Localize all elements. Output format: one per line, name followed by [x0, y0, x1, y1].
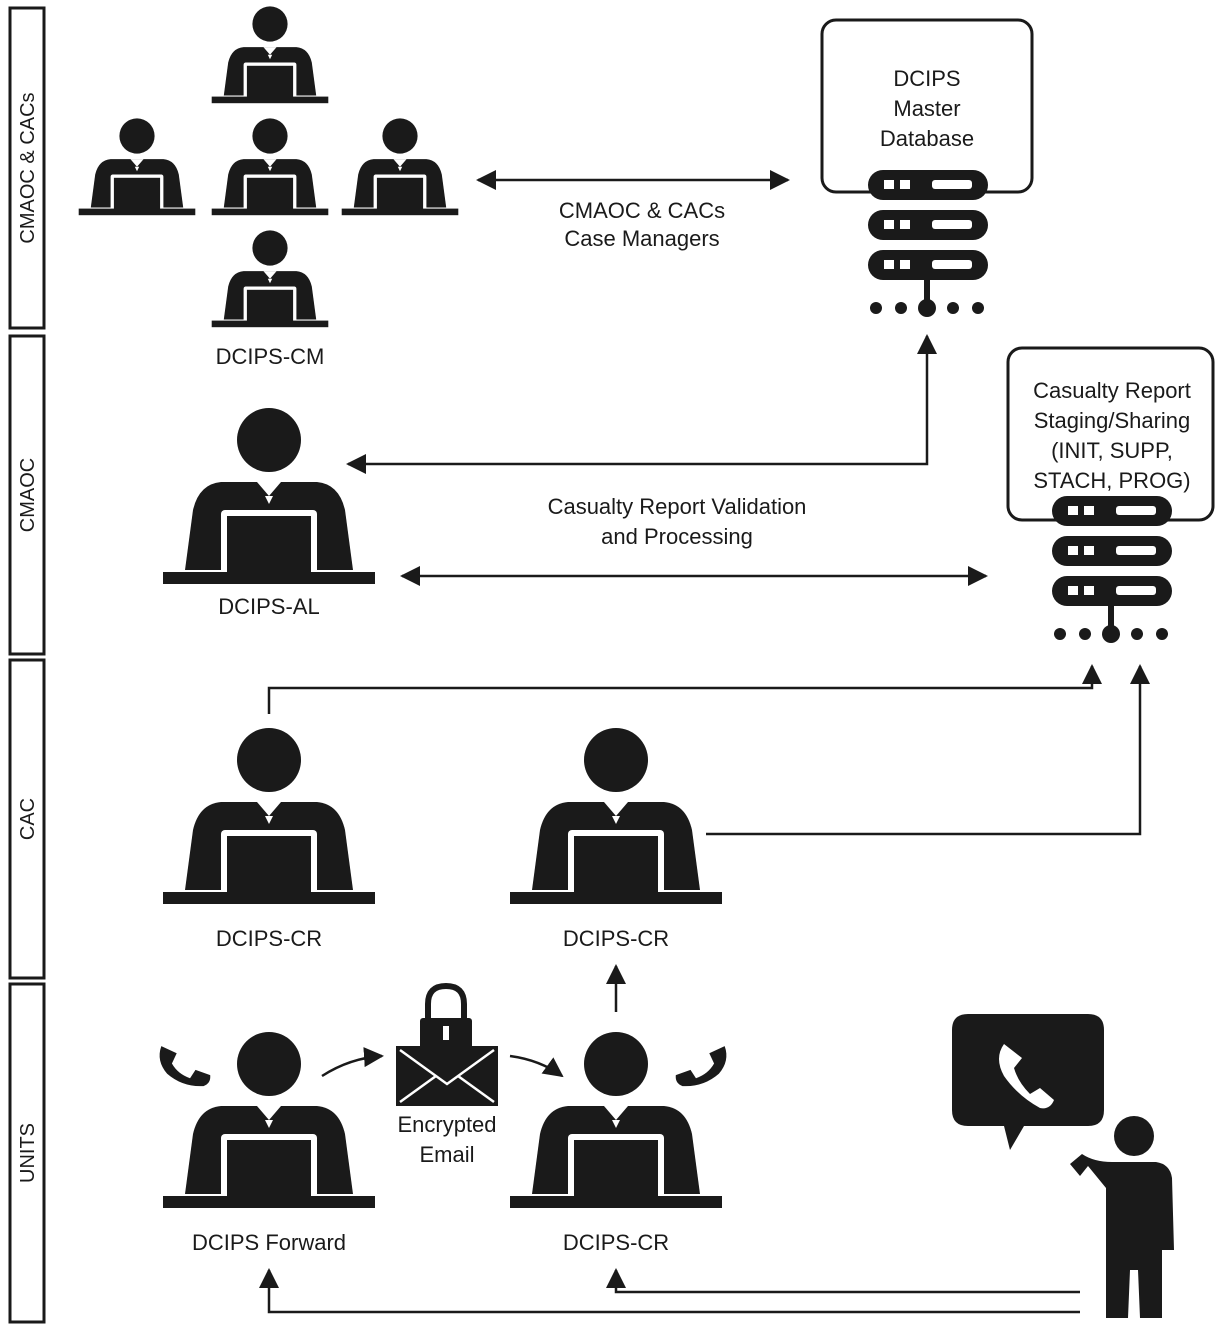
person-at-laptop-icon [211, 118, 329, 216]
db-label-line: Casualty Report [1033, 378, 1191, 403]
band-cmaoc: CMAOC [8, 334, 46, 656]
db-label-line: Staging/Sharing [1034, 408, 1191, 433]
edge-label-line: Casualty Report Validation [548, 494, 807, 519]
phone-icon [673, 1033, 731, 1098]
edge-email-unit-cr [509, 1054, 564, 1078]
person-at-laptop-icon [163, 1032, 375, 1208]
edge-label-line: Case Managers [564, 226, 719, 251]
server-rack-icon [868, 170, 988, 317]
node-label-dcips-cr: DCIPS-CR [216, 926, 322, 951]
dcips-cm-cluster: DCIPS-CM [78, 6, 459, 369]
db-label-line: (INIT, SUPP, [1051, 438, 1173, 463]
node-label-dcips-al: DCIPS-AL [218, 594, 319, 619]
master-database: DCIPS Master Database [820, 18, 1034, 317]
encrypted-email: Encrypted Email [396, 982, 498, 1167]
phone-speech-bubble-icon [952, 1014, 1104, 1150]
edge-master-al [346, 334, 937, 474]
edge-cac-right-staging [706, 664, 1150, 836]
edge-label-line: and Processing [601, 524, 753, 549]
locked-envelope-icon [396, 982, 498, 1106]
node-label-dcips-cm: DCIPS-CM [216, 344, 325, 369]
edge-cac-left-staging [267, 664, 1102, 714]
node-label-dcips-cr: DCIPS-CR [563, 1230, 669, 1255]
person-at-laptop-icon [211, 230, 329, 328]
db-label-line: Master [893, 96, 960, 121]
server-rack-icon [1052, 496, 1172, 643]
edge-forward-email [321, 1047, 384, 1078]
node-label-dcips-cr: DCIPS-CR [563, 926, 669, 951]
person-at-laptop-icon [510, 1032, 722, 1208]
dcips-al-node: DCIPS-AL [163, 408, 375, 619]
dcips-cr-cac-left-node: DCIPS-CR [163, 728, 375, 951]
dcips-forward-node: DCIPS Forward [155, 1032, 375, 1255]
person-at-laptop-icon [341, 118, 459, 216]
db-label-line: DCIPS [893, 66, 960, 91]
dcips-cr-unit-node: DCIPS-CR [510, 1032, 731, 1255]
node-label-dcips-forward: DCIPS Forward [192, 1230, 346, 1255]
band-label: CMAOC [17, 458, 39, 532]
edge-label-line: Email [419, 1142, 474, 1167]
edge-caller-forward [259, 1268, 1080, 1314]
band-label: CMAOC & CACs [17, 92, 39, 243]
band-units: UNITS [8, 982, 46, 1324]
person-at-laptop-icon [163, 728, 375, 904]
edge-label-line: Encrypted [397, 1112, 496, 1137]
phone-icon [155, 1033, 213, 1098]
edge-label-line: CMAOC & CACs [559, 198, 725, 223]
standing-person-icon [1070, 1116, 1174, 1318]
db-label-line: Database [880, 126, 974, 151]
band-cmaoc-cacs: CMAOC & CACs [8, 6, 46, 330]
db-label-line: STACH, PROG) [1033, 468, 1190, 493]
caller [952, 1014, 1174, 1318]
band-label: CAC [17, 798, 39, 840]
person-at-laptop-icon [510, 728, 722, 904]
dcips-cr-cac-right-node: DCIPS-CR [510, 728, 722, 951]
person-at-laptop-icon [211, 6, 329, 104]
staging-database: Casualty Report Staging/Sharing (INIT, S… [1006, 346, 1215, 643]
band-label: UNITS [17, 1123, 39, 1183]
person-at-laptop-icon [78, 118, 196, 216]
person-at-laptop-icon [163, 408, 375, 584]
band-cac: CAC [8, 658, 46, 980]
edge-caller-unit-cr [606, 1268, 1080, 1294]
